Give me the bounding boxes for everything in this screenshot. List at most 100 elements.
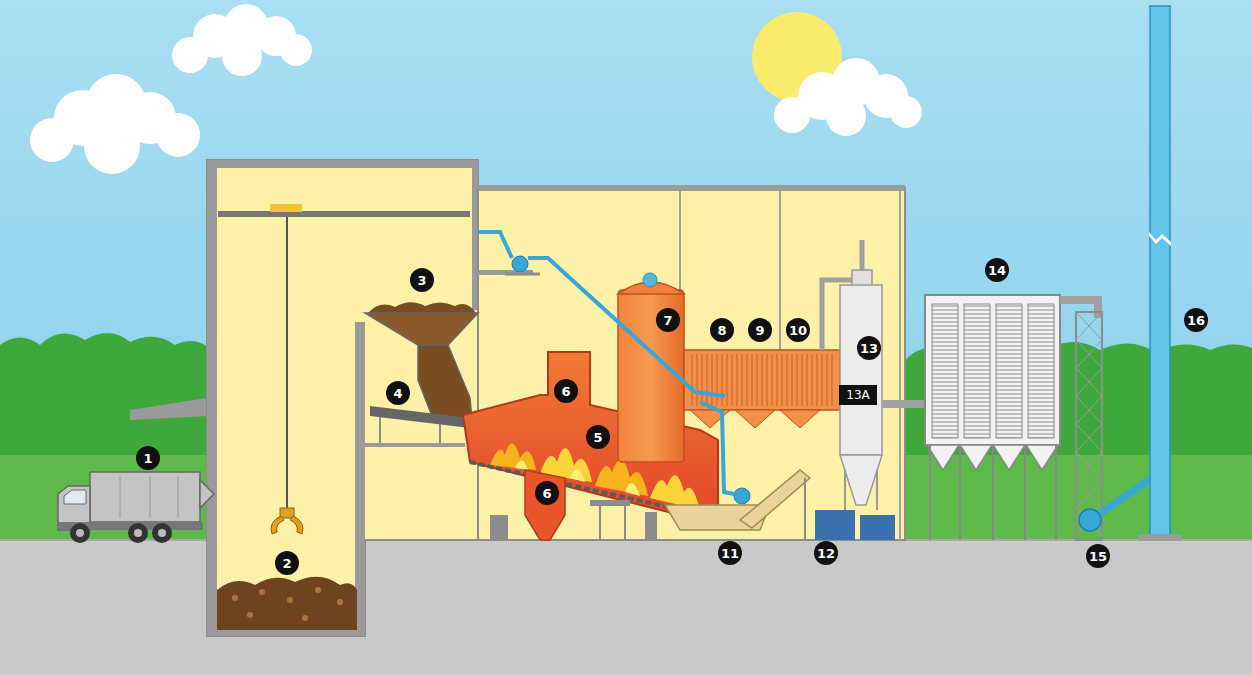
crane-rail <box>218 211 470 217</box>
truck-wheel <box>128 523 148 543</box>
flame <box>490 443 536 470</box>
air-pipe <box>700 402 734 494</box>
cloud <box>826 96 866 136</box>
callout-number: 13 <box>857 336 881 360</box>
scrubber-cone <box>840 455 882 505</box>
scrubber-leg <box>876 470 878 510</box>
scrubber-cap <box>852 270 872 286</box>
truck-wheel <box>152 523 172 543</box>
baghouse-hopper <box>993 445 1025 470</box>
feed-chute <box>418 345 472 420</box>
baghouse-hopper <box>960 445 992 470</box>
hall-roof <box>478 185 905 191</box>
ram-stand <box>365 443 465 447</box>
waste-speckle <box>337 599 343 605</box>
grass <box>0 455 1252 545</box>
ash-hopper <box>525 470 565 540</box>
baghouse-hopper <box>1026 445 1058 470</box>
ram-feeder <box>370 406 470 428</box>
ash-bin <box>815 510 855 540</box>
steam-drum <box>643 273 657 287</box>
baghouse-cell <box>964 304 990 438</box>
callout-number: 3 <box>410 268 434 292</box>
air-pipe <box>478 232 512 258</box>
air-fan <box>512 256 528 272</box>
machinery <box>624 506 626 540</box>
crane-cable <box>286 217 288 510</box>
hopper-waste <box>368 302 476 313</box>
callout-number: 10 <box>786 318 810 342</box>
lattice-tower <box>1076 312 1102 540</box>
truck-wheel <box>70 523 90 543</box>
scrubber <box>840 285 882 455</box>
callout-number: 7 <box>656 308 680 332</box>
ram-support <box>439 424 441 445</box>
crane-grab <box>280 508 294 518</box>
crane-trolley <box>270 204 302 212</box>
cloud <box>156 113 200 157</box>
cloud <box>280 34 312 66</box>
cloud <box>890 96 922 128</box>
flame <box>570 469 585 482</box>
baghouse-hopper <box>927 445 959 470</box>
callout-number: 11 <box>718 541 742 565</box>
truck-body <box>90 472 200 522</box>
bunker-roof <box>207 160 478 168</box>
ram-support <box>379 417 381 445</box>
baghouse-cell <box>996 304 1022 438</box>
heat-exchanger <box>684 350 840 410</box>
baghouse-leg <box>992 445 994 540</box>
hall-column <box>779 191 781 350</box>
waste-pile <box>217 577 357 630</box>
callout-number: 2 <box>275 551 299 575</box>
truck-hopper <box>200 480 214 508</box>
baghouse-leg <box>1024 445 1026 540</box>
callout-number: 6 <box>554 379 578 403</box>
awning <box>130 398 207 420</box>
hall-column <box>899 191 901 540</box>
machinery <box>490 515 508 540</box>
waste-speckle <box>315 587 321 593</box>
air-fan-base <box>505 273 540 276</box>
cloud <box>84 118 140 174</box>
callout-number: 16 <box>1184 308 1208 332</box>
truck-body <box>120 476 121 518</box>
lattice-tower <box>1076 312 1102 536</box>
crane-grab <box>271 508 303 534</box>
callout-number: 15 <box>1086 544 1110 568</box>
air-pipe <box>528 258 725 396</box>
scrubber-leg <box>844 470 846 510</box>
baghouse-leg <box>929 445 931 540</box>
truck-hub <box>76 529 84 537</box>
callout-number: 13A <box>839 385 877 405</box>
id-fan <box>1079 509 1101 531</box>
baghouse <box>925 295 1060 445</box>
exchanger-hopper <box>780 410 820 428</box>
machinery <box>645 512 657 540</box>
conveyor-post <box>804 478 806 540</box>
bunker-wall <box>207 160 217 636</box>
callout-number: 9 <box>748 318 772 342</box>
truck-hub <box>158 529 166 537</box>
baghouse-leg <box>959 445 961 540</box>
waste-speckle <box>287 597 293 603</box>
baghouse-cell <box>932 304 958 438</box>
machinery <box>599 506 601 540</box>
waste-speckle <box>232 587 343 621</box>
crane-grab <box>271 516 284 534</box>
ash-bin <box>860 515 895 540</box>
truck-body <box>178 476 179 518</box>
waste-speckle <box>232 595 238 601</box>
truck-body <box>150 476 151 518</box>
bunker-wall <box>355 322 365 636</box>
stack-break <box>1149 232 1171 246</box>
air-fan <box>734 488 750 504</box>
bunker-building <box>207 160 478 636</box>
cloud <box>222 36 262 76</box>
flue-duct <box>882 400 925 408</box>
callout-number: 5 <box>586 425 610 449</box>
callout-number: 14 <box>985 258 1009 282</box>
cloud <box>30 4 922 174</box>
bunker-floor <box>207 630 365 636</box>
